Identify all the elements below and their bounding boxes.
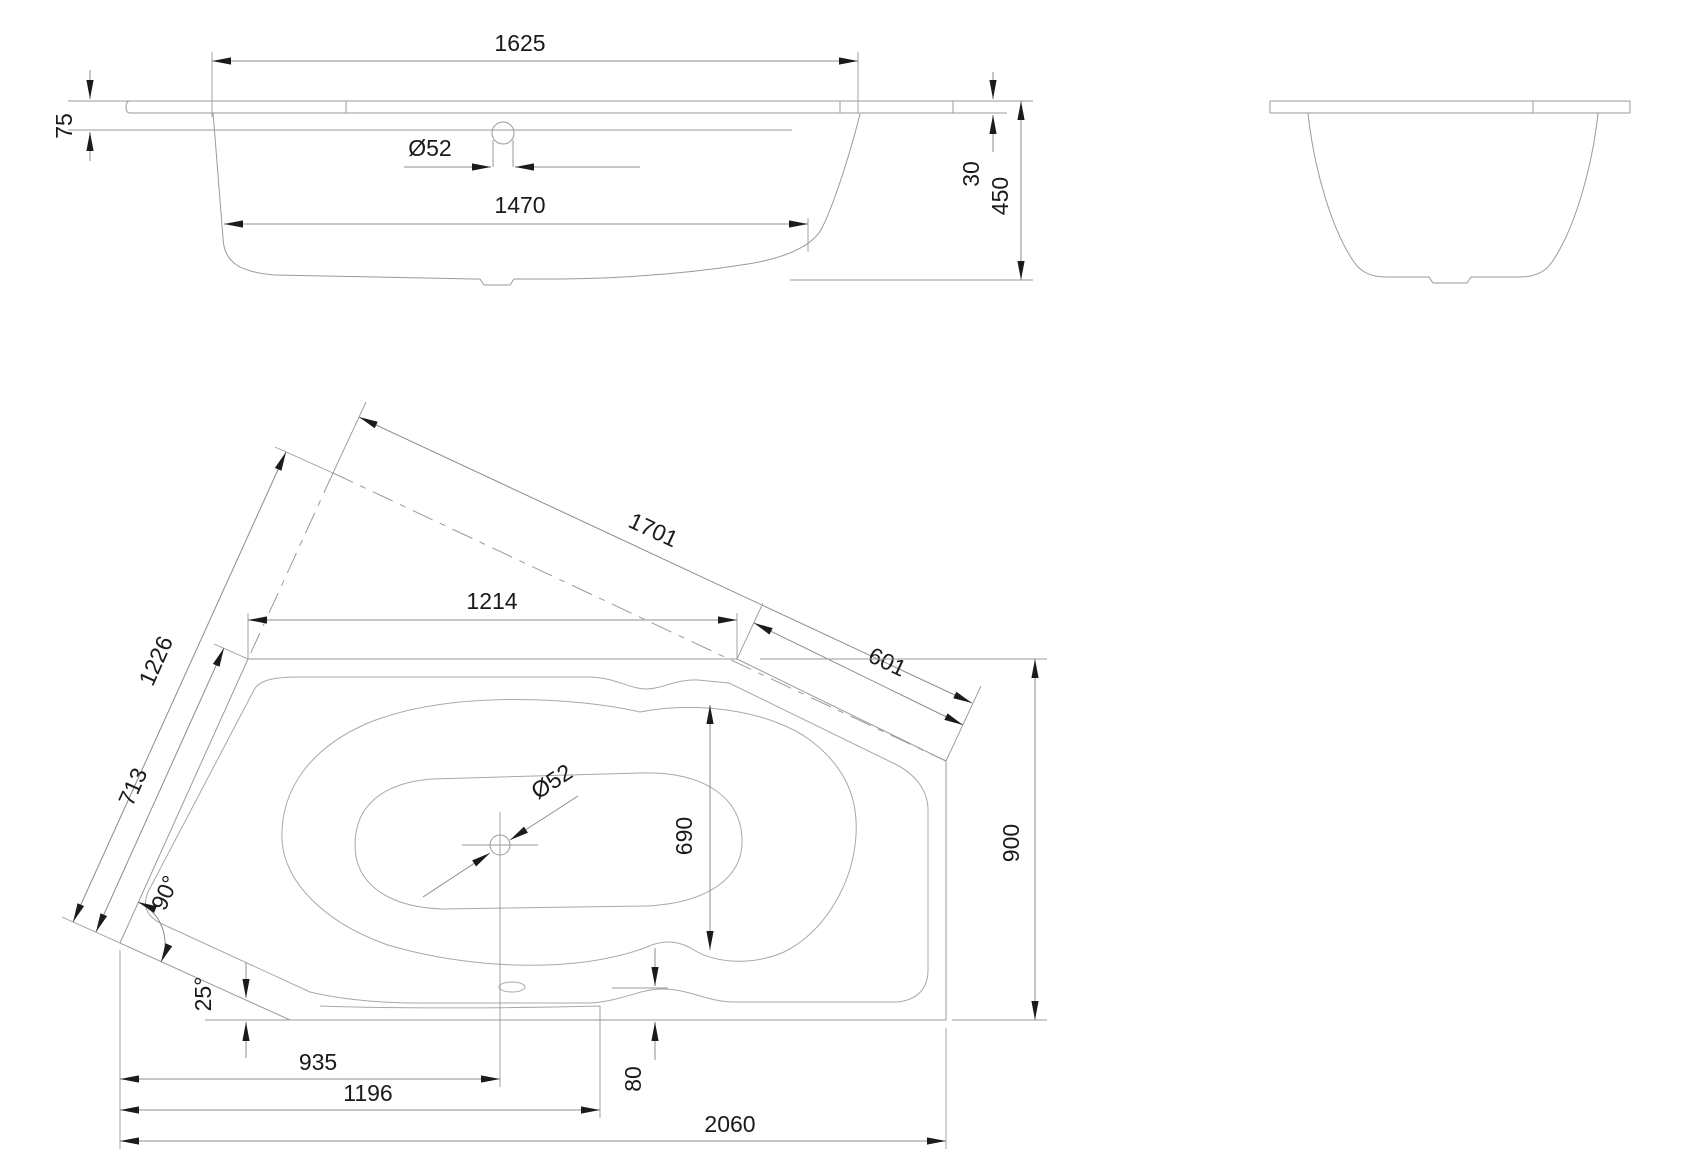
dim-side-bottom-length: 1470	[224, 192, 809, 252]
dim-plan-overall-length: 2060	[120, 1028, 947, 1149]
side-rim-deck	[125, 100, 954, 114]
end-shell-profile	[1307, 112, 1599, 284]
dim-side-overall-length-label: 1625	[494, 30, 545, 56]
dim-plan-overall-length-label: 2060	[704, 1111, 755, 1137]
end-rim-deck	[1269, 100, 1631, 114]
side-drain-pipe	[492, 140, 514, 167]
plan-skirt-step-line	[319, 1005, 601, 1020]
plan-overflow-oval	[498, 981, 526, 993]
dim-side-drain-diameter: Ø52	[404, 135, 640, 171]
side-view: 1625 75 Ø52 1470 30	[51, 30, 1033, 286]
dim-side-rim-thickness: 30	[953, 72, 1033, 187]
dim-plan-drain-diameter-label: Ø52	[526, 759, 577, 804]
plan-basin-contour	[281, 699, 857, 966]
dim-plan-left-total-label: 1226	[133, 632, 178, 689]
plan-rim-inner-contour	[145, 676, 929, 1004]
plan-envelope-outline	[119, 658, 947, 1021]
dim-side-drain-diameter-label: Ø52	[408, 135, 451, 161]
dim-plan-overall-depth: 900	[760, 658, 1047, 1021]
dim-plan-basin-width-label: 690	[671, 817, 697, 855]
dim-side-overall-height: 450	[987, 101, 1025, 280]
side-drain-circle	[491, 121, 515, 145]
plan-floor-contour	[354, 772, 743, 910]
dim-plan-slant-edge: 601	[736, 602, 964, 726]
dim-side-overall-height-label: 450	[987, 177, 1013, 215]
dim-side-rim-height-label: 75	[51, 113, 77, 139]
dim-plan-basin-width: 690	[671, 705, 714, 950]
dim-plan-slant-total-label: 1701	[625, 507, 682, 552]
dim-side-rim-height: 75	[51, 70, 212, 161]
dim-plan-slant-angle-label: 25°	[190, 977, 216, 1012]
dim-plan-drain-offset-label: 935	[299, 1049, 337, 1075]
dim-plan-left-total: 1226	[61, 446, 334, 944]
dim-side-overall-length: 1625	[211, 30, 859, 117]
dim-plan-top-edge: 1214	[247, 588, 738, 659]
dim-plan-step-offset: 1196	[120, 1012, 601, 1118]
plan-view: 1701 1214 1226 713 601 90	[61, 401, 1047, 1149]
dim-plan-top-edge-label: 1214	[466, 588, 517, 614]
dim-plan-corner-angle: 90°	[137, 872, 184, 963]
dim-plan-drain-diameter: Ø52	[422, 759, 579, 898]
dim-plan-left-edge-label: 713	[113, 764, 152, 810]
dim-plan-step-offset-label: 1196	[343, 1080, 392, 1106]
dim-side-rim-thickness-label: 30	[958, 161, 984, 187]
dim-plan-overall-depth-label: 900	[998, 824, 1024, 862]
side-shell-profile	[212, 112, 861, 286]
plan-drain-centerlines	[462, 812, 538, 1087]
dim-plan-slant-angle: 25°	[190, 962, 332, 1058]
plan-corner-dashed-lines	[247, 472, 947, 762]
dim-plan-seat-offset: 80	[612, 948, 668, 1092]
dim-plan-seat-offset-label: 80	[620, 1066, 646, 1092]
end-view	[1269, 100, 1631, 284]
dim-plan-slant-total: 1701	[332, 401, 982, 762]
dim-plan-drain-offset: 935	[119, 950, 500, 1149]
dim-side-bottom-length-label: 1470	[494, 192, 545, 218]
dim-plan-corner-angle-label: 90°	[146, 872, 184, 914]
dim-plan-slant-edge-label: 601	[864, 642, 910, 682]
